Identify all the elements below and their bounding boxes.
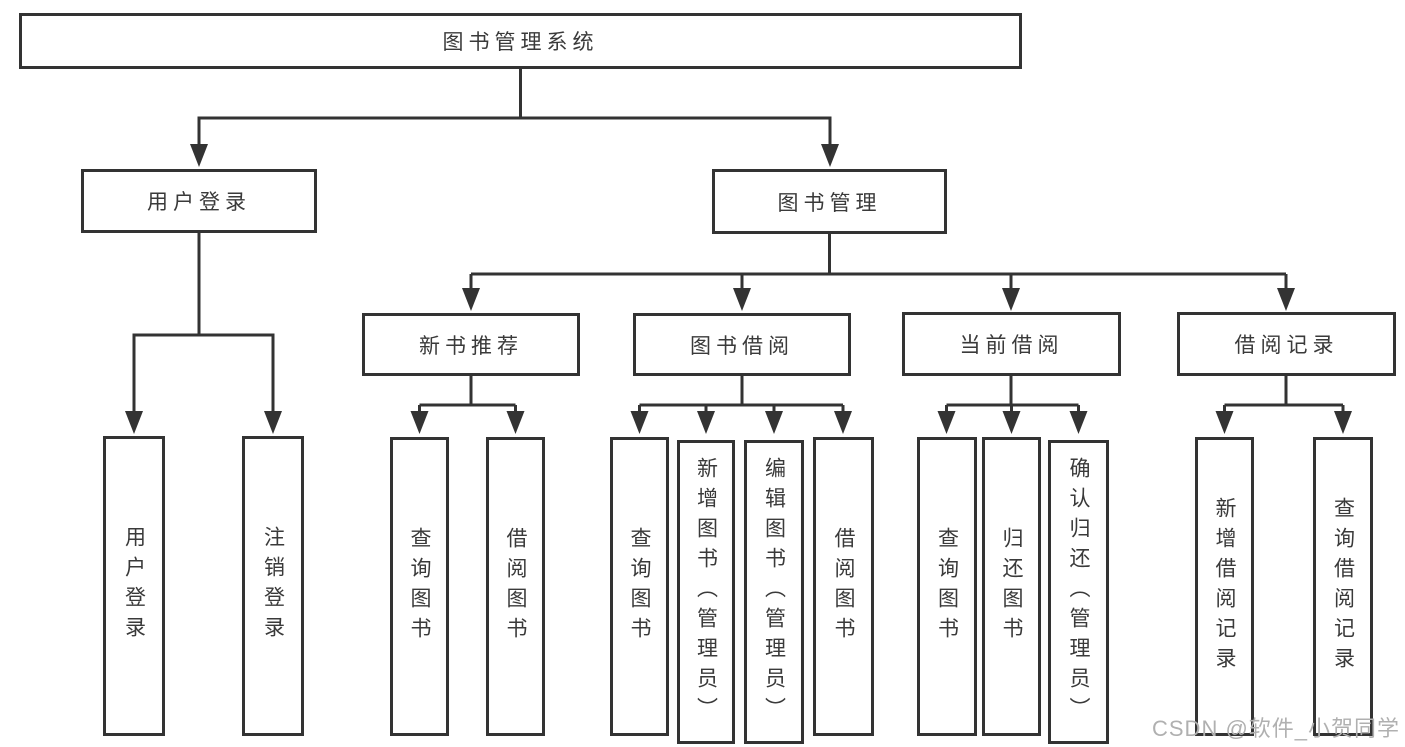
node-leaf-return-books-label: 归还图书 (1000, 526, 1023, 647)
node-leaf-logout: 注销登录 (242, 436, 304, 736)
arrow-icon (1277, 288, 1295, 311)
node-current-borrowing-label: 当前借阅 (959, 334, 1064, 357)
node-leaf-newbooks-borrow-books-label: 借阅图书 (504, 526, 527, 647)
node-leaf-current-query-books-label: 查询图书 (935, 526, 959, 647)
node-leaf-add-books-admin-label: 新增图书（管理员） (694, 457, 718, 727)
node-leaf-query-borrow-record-label: 查询借阅记录 (1331, 496, 1355, 677)
node-leaf-confirm-return-admin-label: 确认归还（管理员） (1067, 457, 1090, 727)
node-leaf-current-query-books: 查询图书 (917, 437, 977, 736)
arrow-icon (697, 411, 715, 434)
node-leaf-add-books-admin: 新增图书（管理员） (677, 440, 735, 744)
node-leaf-logout-label: 注销登录 (261, 526, 285, 646)
arrow-icon (834, 411, 852, 434)
node-root-label: 图书管理系统 (442, 31, 599, 54)
node-borrowing-records: 借阅记录 (1177, 312, 1396, 376)
node-leaf-user-login-label: 用户登录 (122, 526, 146, 646)
node-leaf-newbooks-query-books-label: 查询图书 (408, 526, 431, 647)
arrow-icon (937, 411, 956, 434)
arrow-icon (630, 411, 649, 434)
arrow-icon (506, 411, 525, 434)
node-current-borrowing: 当前借阅 (902, 312, 1121, 376)
connector-path (132, 69, 1345, 413)
node-leaf-add-borrow-record-label: 新增借阅记录 (1213, 496, 1236, 677)
node-leaf-borrow-borrow-books: 借阅图书 (813, 437, 874, 736)
node-book-management-label: 图书管理 (777, 191, 882, 215)
node-leaf-borrow-borrow-books-label: 借阅图书 (832, 526, 855, 647)
node-user-login-group-label: 用户登录 (147, 191, 251, 214)
node-user-login-group: 用户登录 (81, 169, 317, 233)
node-leaf-edit-books-admin-label: 编辑图书（管理员） (762, 457, 786, 727)
node-leaf-borrow-query-books: 查询图书 (610, 437, 669, 736)
arrow-icon (125, 411, 143, 434)
node-book-management: 图书管理 (712, 169, 947, 234)
node-borrowing-records-label: 借阅记录 (1234, 334, 1339, 357)
arrow-icon (1215, 411, 1234, 434)
arrow-icon (462, 288, 480, 311)
arrow-icon (821, 144, 839, 167)
arrow-icon (1069, 411, 1088, 434)
node-leaf-return-books: 归还图书 (982, 437, 1041, 736)
node-leaf-edit-books-admin: 编辑图书（管理员） (744, 440, 804, 744)
node-leaf-add-borrow-record: 新增借阅记录 (1195, 437, 1254, 736)
node-new-book-recommend-label: 新书推荐 (419, 334, 523, 358)
arrow-icon (733, 288, 751, 311)
node-book-borrowing: 图书借阅 (633, 313, 851, 376)
arrow-icon (1334, 411, 1352, 434)
node-book-borrowing-label: 图书借阅 (690, 334, 794, 358)
arrow-icon (1002, 288, 1020, 311)
node-leaf-confirm-return-admin: 确认归还（管理员） (1048, 440, 1109, 744)
arrow-icon (264, 411, 282, 434)
arrow-icon (190, 144, 208, 167)
arrow-icon (765, 411, 783, 434)
node-leaf-newbooks-borrow-books: 借阅图书 (486, 437, 545, 736)
node-leaf-newbooks-query-books: 查询图书 (390, 437, 449, 736)
node-new-book-recommend: 新书推荐 (362, 313, 580, 376)
node-leaf-user-login: 用户登录 (103, 436, 165, 736)
node-leaf-borrow-query-books-label: 查询图书 (628, 526, 651, 647)
node-leaf-query-borrow-record: 查询借阅记录 (1313, 437, 1373, 736)
node-root: 图书管理系统 (19, 13, 1022, 69)
arrow-icon (1002, 411, 1021, 434)
arrowheads (125, 144, 1352, 434)
watermark-text: CSDN @软件_小贺同学 (1152, 716, 1401, 741)
arrow-icon (410, 411, 429, 434)
